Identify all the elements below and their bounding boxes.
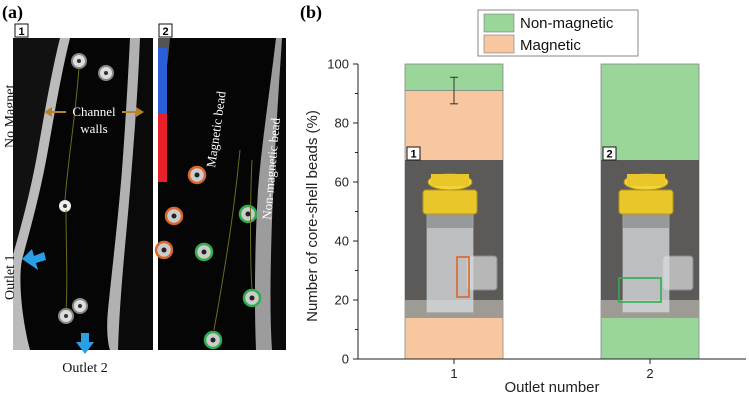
magnet-color-bar: [158, 114, 167, 182]
legend: Non-magnetic Magnetic: [477, 9, 639, 57]
y-tick-label: 0: [342, 352, 349, 367]
channel-walls-label-2: walls: [80, 121, 107, 136]
inset-number-box: [602, 146, 617, 161]
vial-cap: [618, 189, 674, 215]
vial-photo-2: 2: [601, 146, 699, 318]
bead-cluster-box: [618, 277, 662, 303]
inset-number-box: [406, 146, 421, 161]
channel-walls-annotation: Channel walls: [44, 104, 144, 136]
vial-cap-knob: [431, 174, 469, 186]
frame-2-number: 2: [162, 26, 168, 38]
no-magnet-label: No Magnet: [3, 85, 18, 148]
y-tick-label: 40: [335, 234, 349, 249]
inset-number: 1: [410, 149, 416, 161]
x-axis-title: Outlet number: [504, 379, 599, 396]
legend-swatch-non-magnetic: [483, 13, 515, 33]
x-tick-label: 1: [450, 366, 457, 381]
micrograph-frame-1: [13, 38, 153, 350]
outlet-1-arrow: [22, 249, 46, 270]
no-magnet-color-bar: [158, 48, 167, 114]
x-tick-label: 2: [646, 366, 653, 381]
y-tick-label: 100: [327, 57, 349, 72]
channel-walls-label-1: Channel: [72, 104, 116, 119]
micrograph-frame-2: [154, 38, 286, 350]
vial-liquid: [427, 228, 473, 312]
outlet-1-label: Outlet 1: [3, 255, 18, 301]
y-tick-label: 20: [335, 293, 349, 308]
bead-cluster-box: [456, 256, 470, 298]
vial-cap-knob: [627, 174, 665, 186]
y-tick-label: 80: [335, 116, 349, 131]
y-tick-label: 60: [335, 175, 349, 190]
y-axis-title: Number of core-shell beads (%): [304, 110, 321, 322]
legend-label-non-magnetic: Non-magnetic: [520, 15, 614, 32]
outlet-2-arrow: [76, 333, 94, 354]
legend-label-magnetic: Magnetic: [520, 37, 581, 54]
panel-b-letter: (b): [300, 2, 322, 23]
inset-number: 2: [606, 149, 612, 161]
frame-1-number-box: [14, 23, 29, 38]
vial-liquid: [623, 228, 669, 312]
legend-swatch-magnetic: [483, 34, 515, 54]
frame-1-number: 1: [18, 26, 24, 38]
outlet-2-label: Outlet 2: [62, 361, 108, 376]
frame-2-number-box: [158, 23, 173, 38]
panel-a-letter: (a): [2, 2, 23, 23]
vial-photo-1: 1: [405, 146, 503, 318]
vial-cap: [422, 189, 478, 215]
